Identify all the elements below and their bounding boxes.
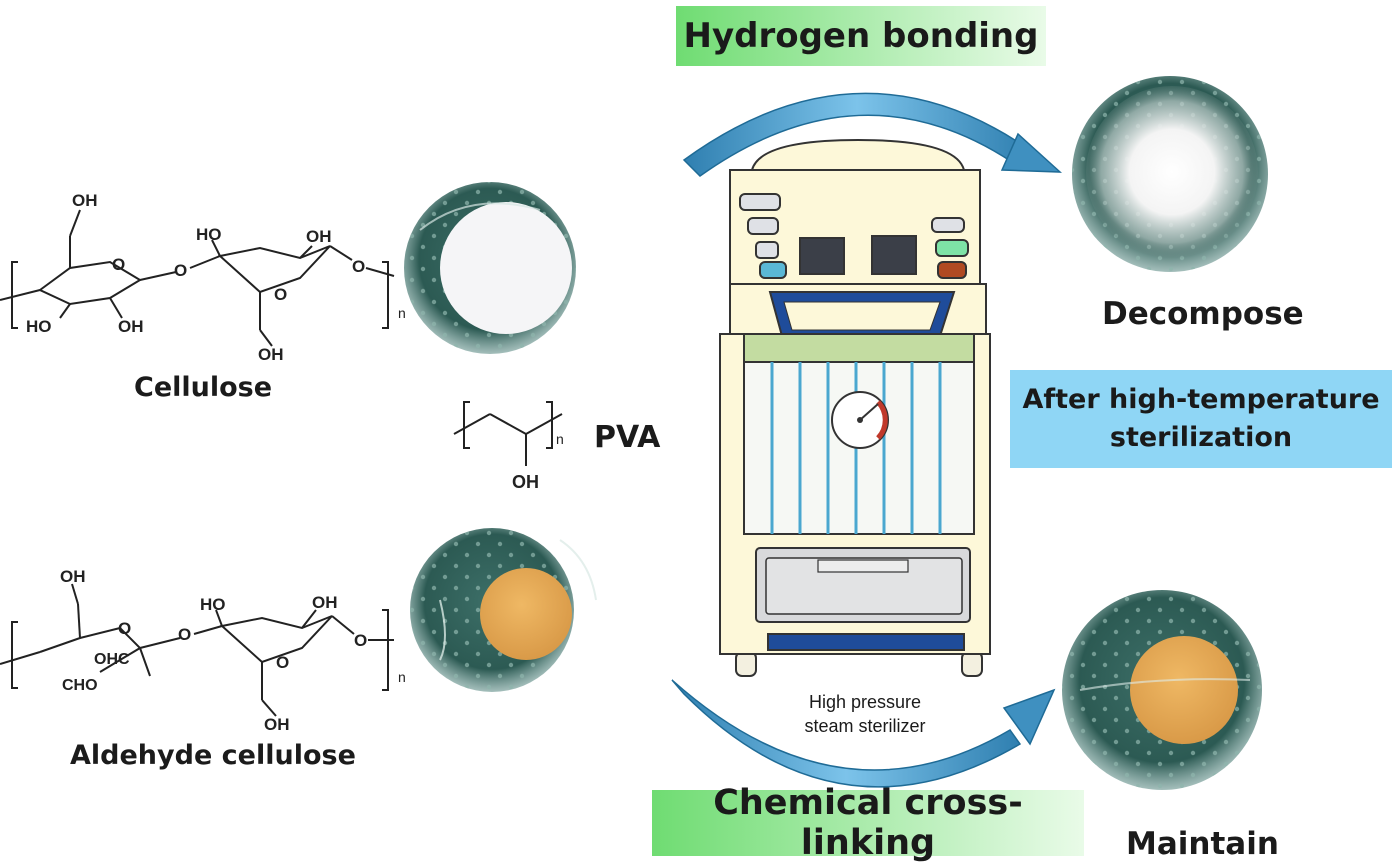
cellulose-label: Cellulose [134,372,273,403]
atom-ho-2: HO [196,225,222,244]
maintained-orange-sample [1130,636,1238,744]
atom-n-pva: n [556,431,564,447]
atom-o-3: O [274,285,287,304]
bottom-curved-arrow-icon [671,679,1056,788]
cellulose-structure [0,209,395,347]
atom-oh-pva: OH [512,472,539,492]
cellulose-dish [404,182,576,354]
chemical-crosslinking-banner: Chemical cross-linking [652,783,1084,863]
pva-label: PVA [594,420,661,455]
atom-ho-3: HO [200,595,226,614]
atom-o-6: O [178,625,191,644]
atom-ohc: OHC [94,651,130,668]
top-curved-arrow-icon [682,92,1063,177]
sterilizer-label-line2: steam sterilizer [804,716,926,736]
atom-oh-4: OH [258,345,284,364]
atom-o-4: O [352,257,365,276]
decomposed-fuzzy-sample [1086,86,1258,258]
sterilizer-stripes [770,362,942,534]
sterilization-line1: After high-temperature [1022,384,1380,415]
atom-cho: CHO [62,677,98,694]
chemical-crosslinking-text: Chemical cross-linking [713,783,1023,863]
aldehyde-atoms: OH O OHC CHO O HO OH O OH O n [60,567,406,734]
atom-o-7: O [276,653,289,672]
sterilizer-label: High pressure steam sterilizer [770,690,960,738]
atom-o-5: O [118,619,131,638]
sterilization-line2: sterilization [1109,422,1293,453]
atom-oh-2: OH [118,317,144,336]
atom-oh-6: OH [312,593,338,612]
aldehyde-structure [0,583,394,717]
atom-oh-1: OH [72,191,98,210]
atom-oh-7: OH [264,715,290,734]
aldehyde-cellulose-label: Aldehyde cellulose [70,740,356,771]
hydrogen-bonding-text: Hydrogen bonding [683,16,1039,56]
atom-oh-5: OH [60,567,86,586]
decompose-dish [1072,76,1268,272]
cellulose-atoms: OH O HO OH O HO OH O OH O n [26,191,406,364]
atom-o-2: O [174,261,187,280]
pva-structure [453,401,563,466]
aldehyde-dish [410,528,597,692]
sterilizer-label-line1: High pressure [808,692,922,712]
atom-oh-3: OH [306,227,332,246]
decompose-label: Decompose [1102,296,1304,332]
maintain-dish [1062,590,1262,790]
atom-ho-1: HO [26,317,52,336]
atom-o-8: O [354,631,367,650]
maintain-label: Maintain [1126,826,1279,862]
cellulose-white-sample [440,202,572,334]
hydrogen-bonding-banner: Hydrogen bonding [676,6,1046,66]
atom-o-1: O [112,255,125,274]
atom-n-1: n [398,305,406,321]
gauge-icon [831,391,889,449]
aldehyde-orange-sample [480,568,572,660]
sterilization-banner: After high-temperature sterilization [1010,370,1392,468]
atom-n-2: n [398,669,406,685]
